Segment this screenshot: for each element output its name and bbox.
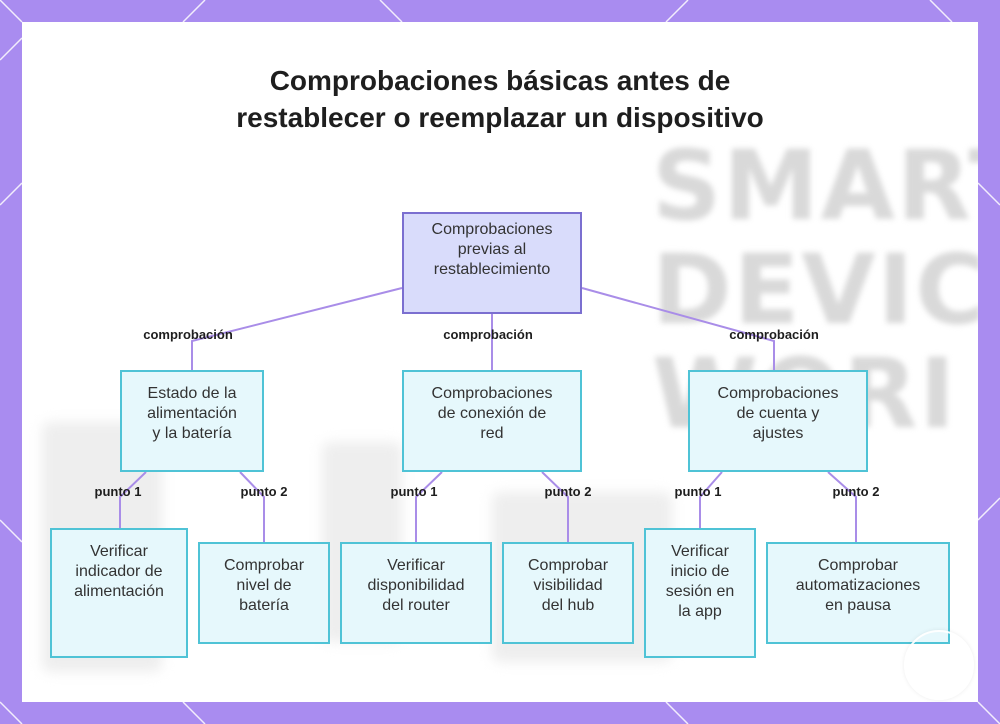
node-power-1-label: Verificar indicador de alimentación xyxy=(74,543,164,600)
edge-label-check-account: comprobación xyxy=(729,327,819,342)
edge-network-2 xyxy=(541,471,569,542)
node-account-1-label: Verificar inicio de sesión en la app xyxy=(665,543,735,620)
background-word-1: SMART xyxy=(652,130,978,242)
edge-root-account xyxy=(581,287,775,370)
edge-account-1 xyxy=(699,471,723,528)
node-power: Estado de la alimentación y la batería xyxy=(120,370,264,472)
node-network-label: Comprobaciones de conexión de red xyxy=(431,385,553,442)
edge-label-point2-account: punto 2 xyxy=(832,484,880,499)
edge-network-1 xyxy=(415,471,443,542)
node-network-1-label: Verificar disponibilidad del router xyxy=(367,557,465,614)
node-root-label: Comprobaciones previas al restablecimien… xyxy=(431,221,553,278)
node-power-2: Comprobar nivel de batería xyxy=(198,542,330,644)
node-account-2: Comprobar automatizaciones en pausa xyxy=(766,542,950,644)
edge-account-2 xyxy=(827,471,857,542)
edge-label-point2-power: punto 2 xyxy=(240,484,288,499)
edge-label-point1-account: punto 1 xyxy=(674,484,722,499)
node-network: Comprobaciones de conexión de red xyxy=(402,370,582,472)
node-power-label: Estado de la alimentación y la batería xyxy=(147,385,237,442)
node-account-label: Comprobaciones de cuenta y ajustes xyxy=(717,385,839,442)
node-account-2-label: Comprobar automatizaciones en pausa xyxy=(795,557,921,614)
diagram-title: Comprobaciones básicas antes de restable… xyxy=(236,65,764,133)
edge-label-point1-network: punto 1 xyxy=(390,484,438,499)
node-power-1: Verificar indicador de alimentación xyxy=(50,528,188,658)
node-network-2-label: Comprobar visibilidad del hub xyxy=(527,557,609,614)
edge-label-point2-network: punto 2 xyxy=(544,484,592,499)
edge-power-1 xyxy=(119,471,147,528)
home-lock-icon xyxy=(904,630,974,700)
node-power-2-label: Comprobar nivel de batería xyxy=(223,557,305,614)
node-account-1: Verificar inicio de sesión en la app xyxy=(644,528,756,658)
edge-power-2 xyxy=(239,471,265,542)
diagram-card: SMART DEVICE WORI Comprobaciones básicas… xyxy=(22,22,978,702)
edge-root-power xyxy=(191,287,403,370)
edge-label-point1-power: punto 1 xyxy=(94,484,142,499)
diagram-edges xyxy=(119,287,857,542)
edge-label-check-power: comprobación xyxy=(143,327,233,342)
background-word-2: DEVICE xyxy=(652,234,978,346)
node-account: Comprobaciones de cuenta y ajustes xyxy=(688,370,868,472)
node-network-1: Verificar disponibilidad del router xyxy=(340,542,492,644)
edge-label-check-network: comprobación xyxy=(443,327,533,342)
node-network-2: Comprobar visibilidad del hub xyxy=(502,542,634,644)
node-root: Comprobaciones previas al restablecimien… xyxy=(402,212,582,314)
